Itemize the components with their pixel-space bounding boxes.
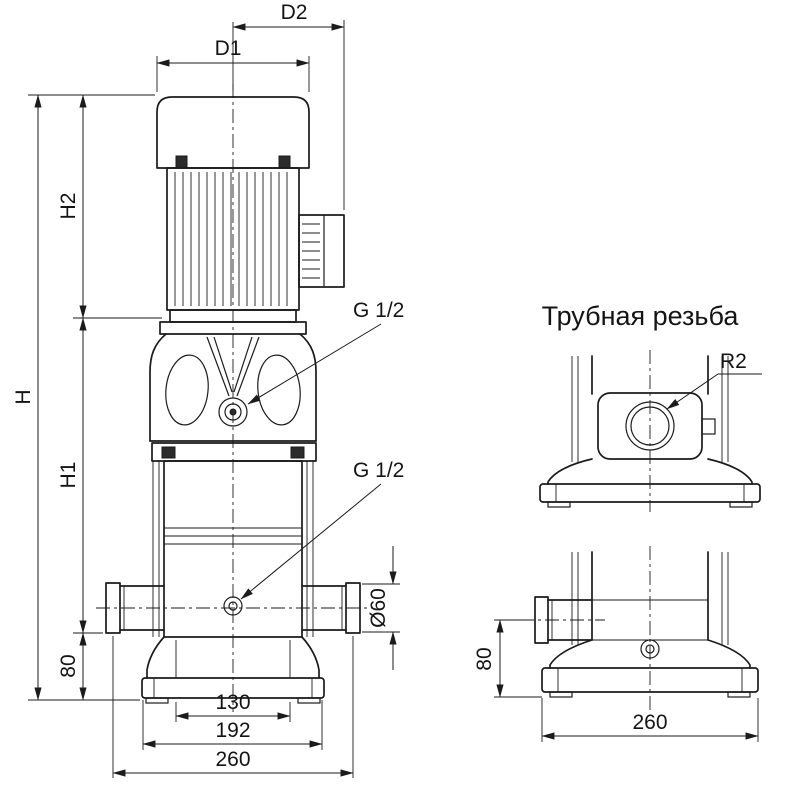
main-view: D1 D2 H H2 H1 80 [12, 1, 404, 778]
side-view-upper: R2 [539, 350, 762, 512]
coupling-struts [206, 336, 260, 397]
dimension-260-main: 260 [112, 748, 354, 777]
dim-dia60-label: Ø60 [367, 588, 390, 628]
dimension-dia60: Ø60 [362, 546, 400, 670]
dimension-d2: D2 [232, 1, 345, 210]
dim-80-side-label: 80 [473, 647, 496, 670]
dimension-80-main: 80 [57, 632, 87, 701]
seal-housing-lines [164, 527, 302, 545]
dimension-h2: H2 [57, 94, 87, 319]
dim-h1-label: H1 [57, 462, 80, 489]
pump-base [141, 636, 325, 704]
side-lower-plug [640, 639, 660, 659]
lantern-window-left [165, 354, 209, 426]
dimension-130: 130 [175, 691, 291, 720]
callout-g12-top-label: G 1/2 [353, 299, 404, 322]
dim-192-label: 192 [215, 719, 250, 742]
callout-g12-bottom: G 1/2 [240, 459, 404, 600]
dim-80-main-label: 80 [57, 654, 80, 677]
left-extension-lines [28, 94, 162, 701]
dimension-260-side: 260 [541, 698, 759, 742]
dim-260-side-label: 260 [632, 711, 667, 734]
motor-flange [159, 309, 307, 335]
motor-cap [156, 96, 310, 169]
cooling-fins [174, 172, 288, 306]
side-lower-tie-rods [571, 552, 729, 645]
dim-130-label: 130 [215, 691, 250, 714]
side-view: Трубная резьба R2 [473, 301, 762, 742]
callout-g12-top: G 1/2 [247, 299, 404, 405]
dim-d1-label: D1 [215, 37, 242, 60]
dimension-80-side: 80 [473, 619, 542, 698]
callout-r2: R2 [666, 350, 762, 410]
motor-body [166, 167, 300, 311]
dim-260-main-label: 260 [215, 748, 250, 771]
suction-port [105, 582, 165, 634]
dim-d2-label: D2 [281, 1, 308, 24]
callout-g12-bottom-leader [240, 483, 382, 600]
side-upper-baseplate [539, 483, 761, 503]
dim-h2-label: H2 [57, 193, 80, 220]
callout-r2-label: R2 [720, 350, 747, 373]
callout-g12-top-leader [247, 323, 382, 405]
dim-h-label: H [12, 389, 35, 404]
callout-g12-bottom-label: G 1/2 [353, 459, 404, 482]
drain-plug [223, 596, 243, 616]
dimension-d1: D1 [156, 37, 310, 92]
r2-port [625, 401, 675, 451]
discharge-port [301, 582, 361, 634]
side-view-lower [520, 546, 759, 710]
callout-r2-leader [666, 373, 719, 410]
coupling-hub [218, 397, 248, 427]
tie-rods [152, 461, 314, 637]
dimension-h: H [12, 94, 42, 701]
side-view-title: Трубная резьба [542, 301, 740, 331]
side-plug [701, 418, 716, 435]
side-lower-baseplate [541, 667, 759, 693]
junction-box [298, 214, 345, 288]
dimension-192: 192 [142, 719, 323, 748]
lantern-window-right [257, 354, 301, 426]
dimension-h1: H1 [57, 317, 87, 634]
side-lower-port [534, 596, 593, 644]
